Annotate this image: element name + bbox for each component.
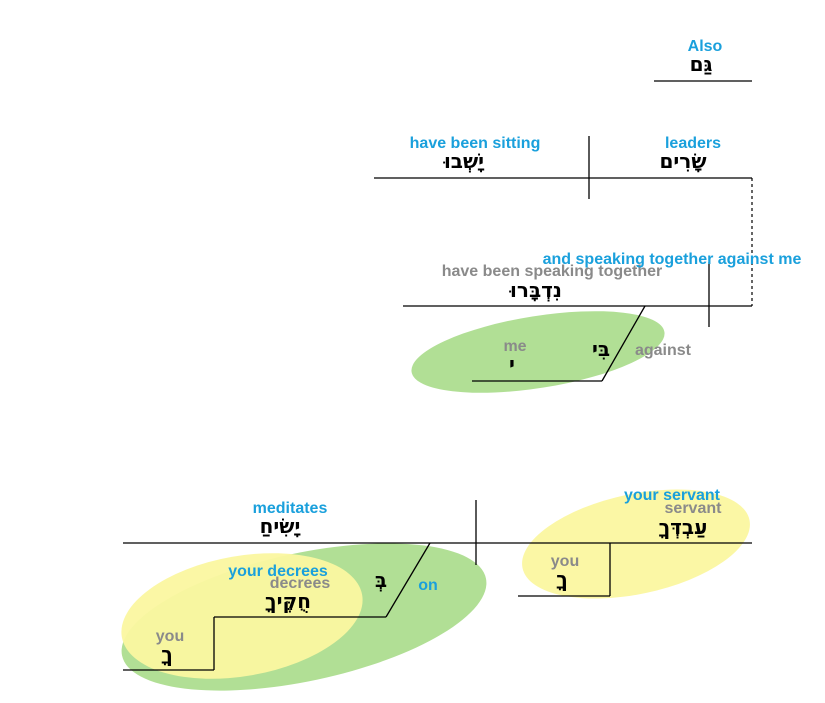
- gloss-your-decrees: your decrees: [228, 563, 328, 580]
- gloss-me: me: [503, 338, 526, 355]
- hebrew-me: י: [509, 352, 515, 376]
- gloss-have-been-speaking-together: have been speaking together: [442, 263, 663, 280]
- hebrew-against: בִּי: [592, 337, 610, 361]
- hebrew-meditates: יָשִׂיחַ: [260, 514, 302, 538]
- yellow-highlight-your-servant: [522, 489, 750, 599]
- gloss-servant: servant: [665, 500, 723, 517]
- hebrew-have-been-sitting: יָשְׁבוּ: [443, 149, 485, 173]
- yellow-highlight-your-decrees: [121, 553, 363, 679]
- gloss-you-decrees: you: [156, 628, 184, 645]
- hebrew-on: בְּ: [375, 568, 387, 592]
- hebrew-also: גַּם: [690, 52, 713, 76]
- hebrew-your-decrees: חֻקֶּיךָ: [265, 589, 311, 613]
- hebrew-leaders: שָׂרִים: [659, 149, 706, 173]
- gloss-you-servant: you: [551, 553, 579, 570]
- gloss-your-servant: your servant: [624, 487, 721, 504]
- gloss-also: Also: [688, 38, 723, 55]
- gloss-leaders: leaders: [665, 135, 721, 152]
- hebrew-speaking-together: נִדְבָּרוּ: [509, 278, 562, 302]
- gloss-have-been-sitting: have been sitting: [410, 135, 541, 152]
- hebrew-your-servant: עַבְדְּךָ: [658, 515, 707, 539]
- prep-against-slant: [601, 305, 646, 382]
- gloss-and-speaking-together-against-me: and speaking together against me: [543, 251, 802, 268]
- gloss-against: against: [635, 342, 692, 359]
- green-highlight-prep-phrase-against-me: [411, 311, 665, 393]
- hebrew-you-decrees: ךָ: [161, 642, 173, 666]
- gloss-on: on: [418, 577, 438, 594]
- gloss-meditates: meditates: [253, 500, 328, 517]
- prep-on-slant: [385, 542, 431, 618]
- hebrew-you-servant: ךָ: [556, 567, 568, 591]
- gloss-decrees: decrees: [270, 575, 331, 592]
